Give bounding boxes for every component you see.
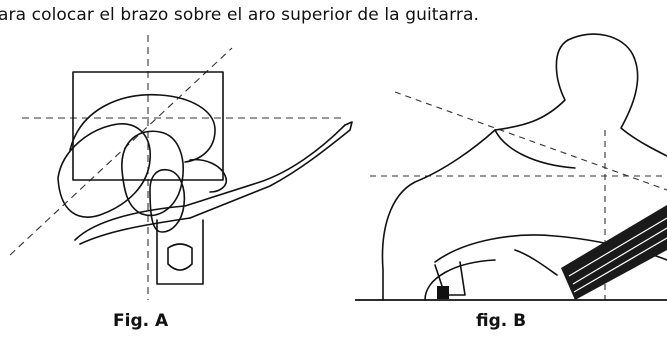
figure-b-caption: fig. B bbox=[476, 311, 527, 331]
figure-a-illustration bbox=[9, 35, 353, 300]
instruction-text: ara colocar el brazo sobre el aro superi… bbox=[0, 5, 479, 25]
figure-a-caption: Fig. A bbox=[113, 311, 169, 331]
figure-b-illustration bbox=[355, 33, 667, 301]
